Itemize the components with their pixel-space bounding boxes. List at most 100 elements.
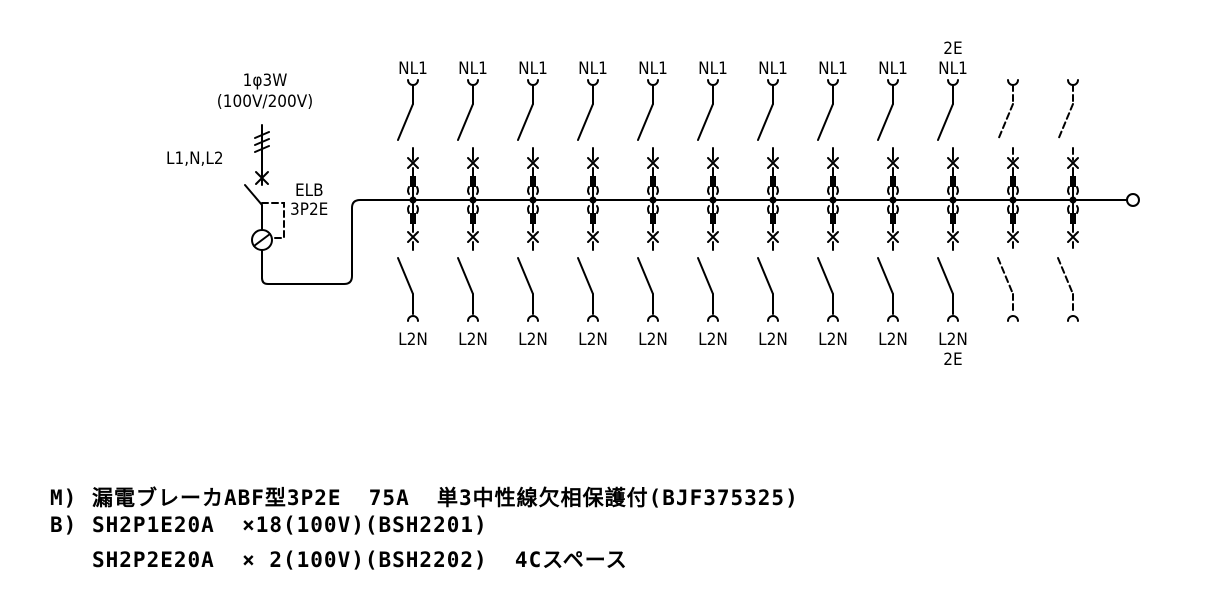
terminal-cup-icon	[947, 315, 959, 322]
diagram-labels: 1φ3W (100V/200V) L1,N,L2 ELB 3P2E	[166, 71, 328, 220]
pole-block-icon	[770, 213, 776, 224]
contact-x-icon	[467, 231, 479, 243]
main-breaker-contact-icon	[244, 171, 269, 231]
branch-bottom-label: L2N	[518, 330, 548, 350]
switch-blade	[997, 103, 1014, 141]
switch-blade	[457, 103, 474, 141]
contact-x-icon	[1067, 157, 1079, 169]
spec-line-branch-1: B) SH2P1E20A ×18(100V)(BSH2201)	[50, 513, 488, 537]
contact-x-icon	[407, 231, 419, 243]
switch-blade	[817, 257, 834, 295]
contact-x-icon	[1007, 231, 1019, 243]
branch-circuits: NL1L2NNL1L2NNL1L2NNL1L2NNL1L2NNL1L2NNL1L…	[397, 39, 1079, 370]
contact-x-icon	[467, 157, 479, 169]
branch-bottom-label: L2N	[458, 330, 488, 350]
branch-top-label: NL1	[878, 59, 908, 79]
contact-x-icon	[707, 157, 719, 169]
switch-blade	[997, 257, 1014, 295]
main-breaker-poles: 3P2E	[290, 200, 328, 220]
branch-bottom-label: L2N	[818, 330, 848, 350]
spare-breaker	[1057, 79, 1079, 322]
switch-blade	[697, 257, 714, 295]
terminal-cup-icon	[767, 315, 779, 322]
pole-block-icon	[890, 213, 896, 224]
switch-blade	[937, 103, 954, 141]
branch-2e-bottom-mark: 2E	[943, 350, 962, 370]
supply-lines-label: L1,N,L2	[166, 149, 224, 169]
branch-breaker	[817, 79, 839, 322]
bus-junction-dot	[769, 196, 777, 204]
pole-block-icon	[710, 213, 716, 224]
branch-top-label: NL1	[818, 59, 848, 79]
busbar-end-terminal	[1126, 193, 1140, 207]
contact-x-icon	[407, 157, 419, 169]
bus-junction-dot	[409, 196, 417, 204]
pole-block-icon	[590, 213, 596, 224]
branch-top-label: NL1	[638, 59, 668, 79]
branch-breaker	[517, 79, 539, 322]
branch-bottom-label: L2N	[578, 330, 608, 350]
switch-blade	[1057, 257, 1074, 295]
main-breaker-name: ELB	[295, 181, 324, 201]
terminal-cup-icon	[887, 315, 899, 322]
switch-blade	[577, 103, 594, 141]
branch-top-label: NL1	[518, 59, 548, 79]
switch-blade	[877, 103, 894, 141]
pole-block-icon	[1010, 213, 1016, 224]
contact-x-icon	[887, 231, 899, 243]
branch-breaker	[757, 79, 779, 322]
spec-tag: B)	[50, 513, 78, 537]
pole-block-icon	[830, 213, 836, 224]
switch-blade	[697, 103, 714, 141]
bus-junction-dot	[649, 196, 657, 204]
contact-x-icon	[947, 157, 959, 169]
terminal-cup-icon	[407, 315, 419, 322]
contact-x-icon	[707, 231, 719, 243]
terminal-cup-icon	[827, 315, 839, 322]
branch-top-label: NL1	[938, 59, 968, 79]
switch-blade	[577, 257, 594, 295]
spec-text: SH2P1E20A ×18(100V)(BSH2201)	[92, 513, 488, 537]
pole-block-icon	[1070, 213, 1076, 224]
spec-tag: M)	[50, 486, 78, 510]
terminal-cup-icon	[587, 315, 599, 322]
contact-x-icon	[527, 157, 539, 169]
spec-line-branch-2: SH2P2E20A × 2(100V)(BSH2202) 4Cスペース	[50, 544, 628, 574]
spec-line-main: M) 漏電ブレーカABF型3P2E 75A 単3中性線欠相保護付(BJF37532…	[50, 482, 799, 512]
contact-x-icon	[1007, 157, 1019, 169]
spec-text: 漏電ブレーカABF型3P2E 75A 単3中性線欠相保護付(BJF375325)	[92, 486, 799, 510]
contact-x-icon	[767, 157, 779, 169]
terminal-cup-icon	[1067, 315, 1079, 322]
pole-block-icon	[530, 213, 536, 224]
branch-top-label: NL1	[758, 59, 788, 79]
bus-junction-dot	[529, 196, 537, 204]
branch-breaker	[877, 79, 899, 322]
switch-blade	[877, 257, 894, 295]
bus-junction-dot	[469, 196, 477, 204]
switch-blade	[397, 103, 414, 141]
three-wire-tick-icon	[254, 131, 270, 153]
contact-x-icon	[647, 231, 659, 243]
bus-junction-dot	[709, 196, 717, 204]
switch-blade	[817, 103, 834, 141]
branch-breaker	[457, 79, 479, 322]
branch-breaker	[397, 79, 419, 322]
branch-bottom-label: L2N	[638, 330, 668, 350]
switch-blade	[637, 103, 654, 141]
contact-x-icon	[587, 231, 599, 243]
bus-junction-dot	[889, 196, 897, 204]
contact-x-icon	[647, 157, 659, 169]
pole-block-icon	[950, 213, 956, 224]
branch-top-label: NL1	[458, 59, 488, 79]
branch-top-label: NL1	[698, 59, 728, 79]
terminal-cup-icon	[467, 315, 479, 322]
contact-x-icon	[527, 231, 539, 243]
supply-phase-label: 1φ3W	[243, 71, 288, 91]
switch-blade	[637, 257, 654, 295]
bus-junction-dot	[1009, 196, 1017, 204]
bus-junction-dot	[829, 196, 837, 204]
switch-blade	[757, 103, 774, 141]
contact-x-icon	[827, 231, 839, 243]
switch-blade	[757, 257, 774, 295]
